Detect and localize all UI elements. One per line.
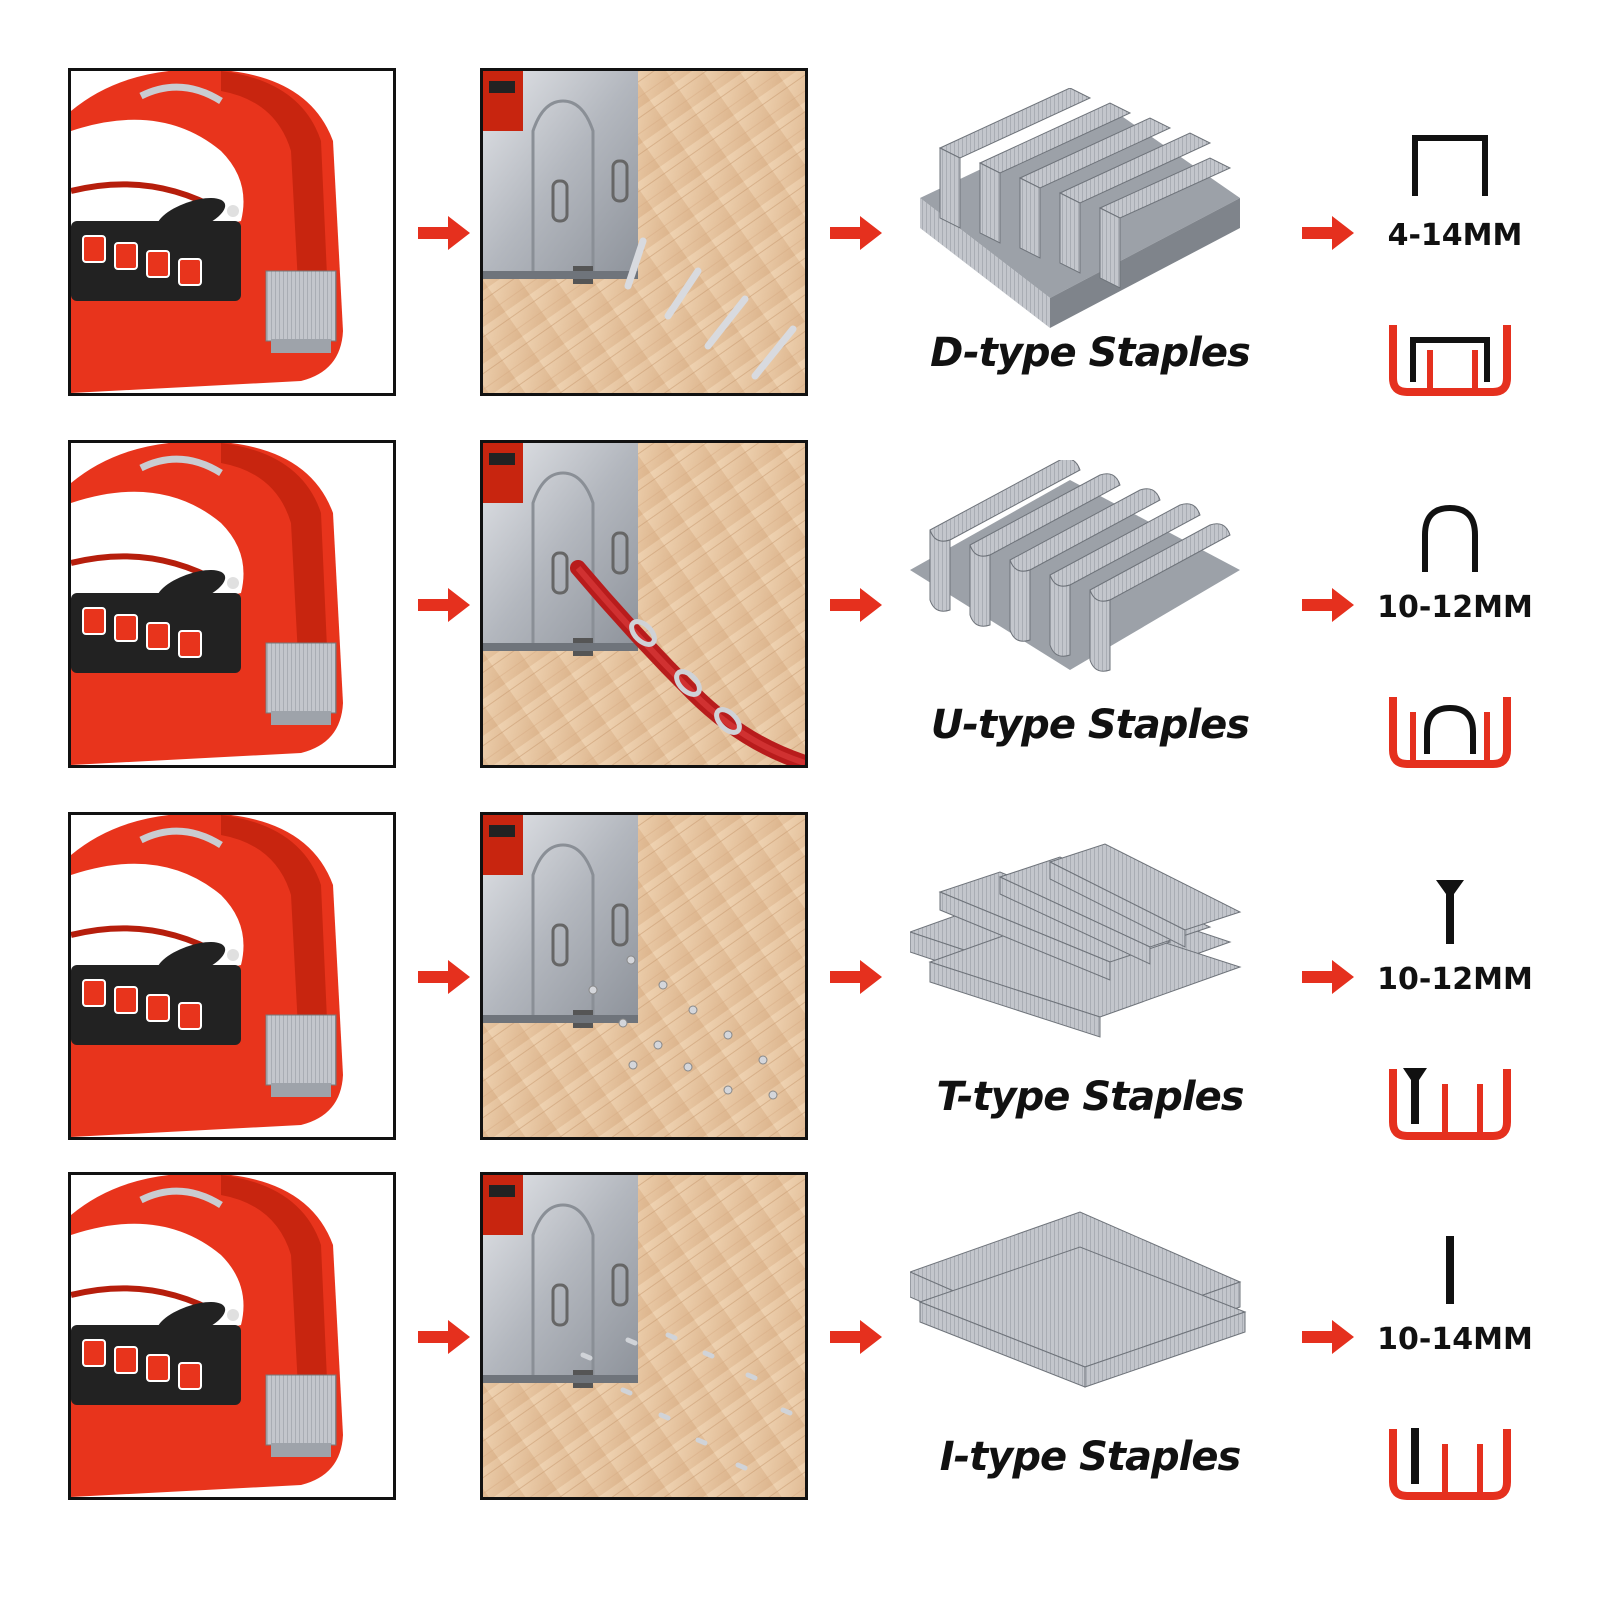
stapler-closeup-image — [68, 68, 396, 396]
arrow-right-icon — [418, 960, 470, 994]
stapler-closeup-image — [68, 1172, 396, 1500]
arrow-right-icon — [1302, 1320, 1354, 1354]
arrow-right-icon — [830, 216, 882, 250]
i-brad-icon — [1400, 1232, 1500, 1312]
staple-type-label: T-type Staples — [936, 1074, 1244, 1120]
u-staple-mount-icon — [1385, 692, 1515, 772]
staple-size-label: 10-12MM — [1377, 962, 1533, 997]
arrow-right-icon — [418, 216, 470, 250]
arrow-right-icon — [830, 960, 882, 994]
staple-row-t: T-type Staples 10-12MM — [0, 812, 1600, 1152]
arrow-right-icon — [830, 1320, 882, 1354]
nailing-on-wood-image — [480, 812, 808, 1140]
stapling-cable-on-wood-image — [480, 440, 808, 768]
t-nail-mount-icon — [1385, 1064, 1515, 1144]
d-staple-mount-icon — [1385, 320, 1515, 400]
staple-row-d: D-type Staples 4-14MM — [0, 68, 1600, 408]
staple-type-label: I-type Staples — [939, 1434, 1242, 1480]
t-nails-image — [908, 832, 1270, 1072]
arrow-right-icon — [418, 1320, 470, 1354]
staple-size-label: 10-14MM — [1377, 1322, 1533, 1357]
d-staples-image — [910, 87, 1270, 328]
arrow-right-icon — [830, 588, 882, 622]
u-staples-image — [910, 458, 1270, 700]
u-staple-icon — [1400, 500, 1500, 580]
staple-size-label: 10-12MM — [1377, 590, 1533, 625]
t-nail-icon — [1400, 872, 1500, 952]
stapler-closeup-image — [68, 812, 396, 1140]
arrow-right-icon — [1302, 588, 1354, 622]
brad-nailing-on-wood-image — [480, 1172, 808, 1500]
staple-type-label: D-type Staples — [930, 330, 1251, 376]
i-brads-image — [908, 1192, 1270, 1432]
staple-row-i: I-type Staples 10-14MM — [0, 1172, 1600, 1512]
arrow-right-icon — [1302, 960, 1354, 994]
stapling-on-wood-image — [480, 68, 808, 396]
staple-row-u: U-type Staples 10-12MM — [0, 440, 1600, 780]
arrow-right-icon — [418, 588, 470, 622]
arrow-right-icon — [1302, 216, 1354, 250]
staple-type-label: U-type Staples — [930, 702, 1250, 748]
d-staple-icon — [1400, 128, 1500, 208]
staple-size-label: 4-14MM — [1387, 218, 1523, 253]
i-brad-mount-icon — [1385, 1424, 1515, 1504]
stapler-closeup-image — [68, 440, 396, 768]
